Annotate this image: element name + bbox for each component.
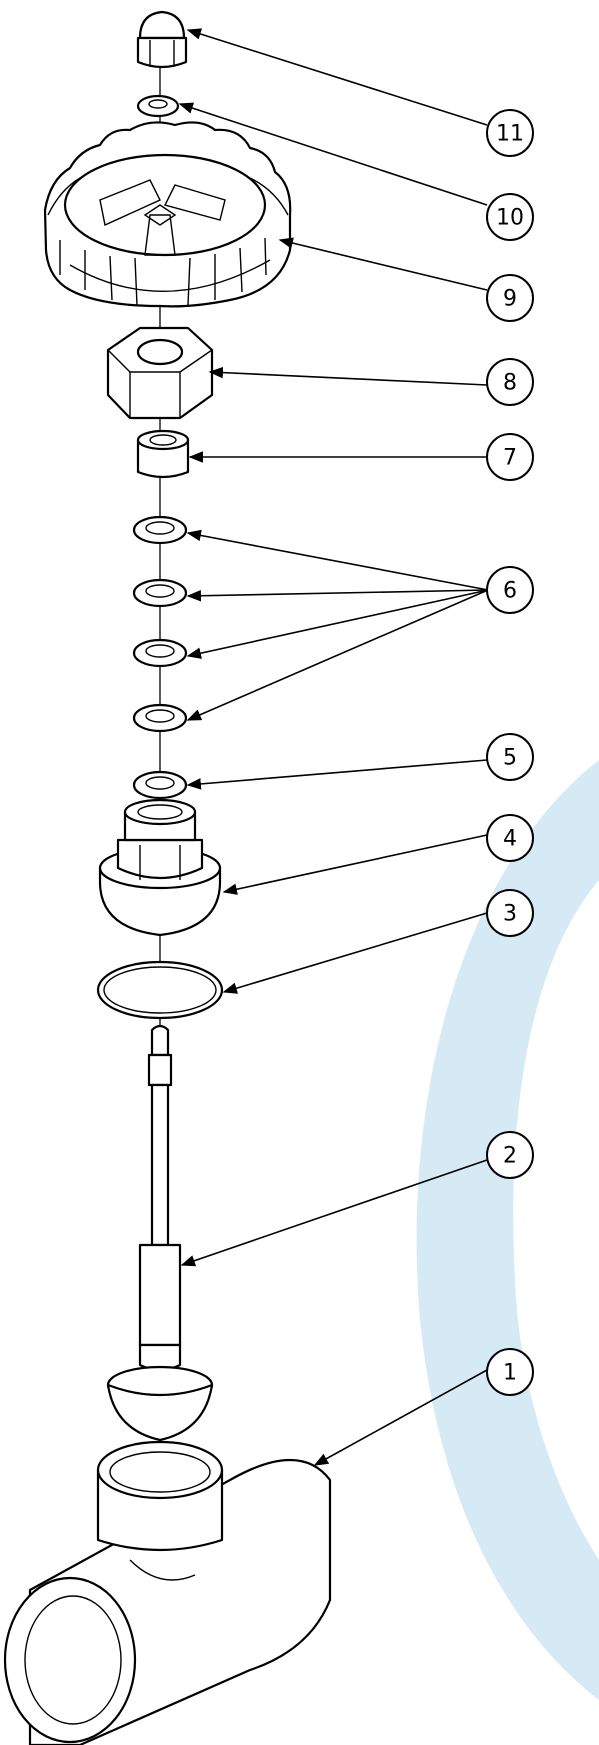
part-6-seal-ring-c (132, 638, 188, 668)
callout-label-7: 7 (503, 446, 517, 471)
callout-label-8: 8 (503, 371, 517, 396)
callout-10: 10 (486, 193, 534, 241)
callout-label-5: 5 (503, 746, 517, 771)
part-11-cap-nut (136, 10, 188, 69)
part-6-seal-ring-a (132, 515, 188, 545)
part-10-washer (136, 94, 180, 118)
callout-6: 6 (486, 566, 534, 614)
leader-5 (186, 759, 488, 790)
callout-label-2: 2 (503, 1144, 517, 1169)
callout-label-6: 6 (503, 579, 517, 604)
part-6-seal-ring-b (132, 578, 188, 608)
part-9-handwheel (43, 121, 292, 308)
part-3-o-ring (96, 960, 224, 1020)
callout-3: 3 (486, 889, 534, 937)
leader-6d (186, 589, 489, 721)
callout-8: 8 (486, 358, 534, 406)
part-2-stem (106, 1024, 214, 1442)
leader-lines (178, 28, 489, 1466)
callout-label-3: 3 (503, 902, 517, 927)
watermark-logo (416, 760, 599, 1700)
leader-2 (180, 1159, 488, 1267)
leader-6c (186, 589, 489, 659)
leader-10 (178, 102, 488, 206)
leader-4 (222, 834, 488, 895)
callout-label-9: 9 (503, 287, 517, 312)
leader-8 (208, 366, 488, 386)
callout-label-10: 10 (496, 206, 524, 231)
leader-1 (313, 1369, 488, 1466)
leader-6b (186, 589, 489, 602)
callout-2: 2 (486, 1131, 534, 1179)
part-6-seal-ring-d (132, 703, 188, 733)
part-4-bonnet (98, 798, 222, 937)
callout-7: 7 (486, 433, 534, 481)
callout-label-1: 1 (503, 1361, 517, 1386)
callout-11: 11 (486, 109, 534, 157)
part-8-hex-nut (106, 326, 214, 420)
callout-label-4: 4 (503, 827, 517, 852)
leader-9 (278, 237, 488, 291)
callout-9: 9 (486, 274, 534, 322)
part-7-bushing (136, 429, 190, 479)
part-1-valve-body (3, 1440, 332, 1745)
callout-4: 4 (486, 814, 534, 862)
callout-label-11: 11 (496, 122, 524, 147)
leader-11 (186, 28, 488, 126)
callout-1: 1 (486, 1348, 534, 1396)
part-5-ring (132, 770, 188, 800)
leader-3 (222, 912, 488, 994)
callout-5: 5 (486, 733, 534, 781)
leader-6a (186, 529, 489, 591)
